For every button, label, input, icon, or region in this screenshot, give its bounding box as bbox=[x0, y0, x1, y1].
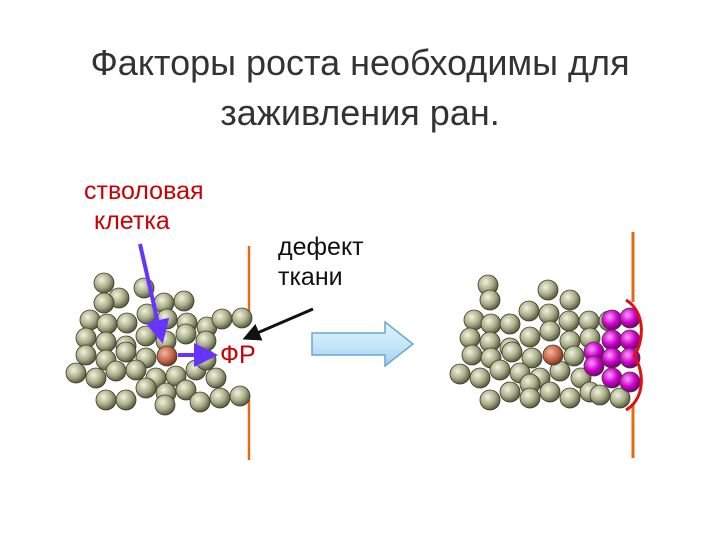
tissue-cell bbox=[94, 293, 114, 313]
new-tissue-cell bbox=[620, 330, 640, 350]
tissue-cell bbox=[76, 345, 96, 365]
process-arrow bbox=[312, 322, 413, 366]
tissue-cell bbox=[500, 314, 520, 334]
new-tissue-cell bbox=[602, 310, 622, 330]
new-tissue-cell bbox=[602, 330, 622, 350]
new-tissue-cell bbox=[620, 372, 640, 392]
tissue-cell bbox=[502, 342, 522, 362]
tissue-cell bbox=[520, 327, 540, 347]
tissue-cell bbox=[190, 392, 210, 412]
tissue-cell bbox=[116, 390, 136, 410]
tissue-cell bbox=[196, 331, 216, 351]
tissue-cell bbox=[155, 395, 175, 415]
tissue-cell bbox=[206, 368, 226, 388]
tissue-cell bbox=[176, 324, 196, 344]
tissue-cell bbox=[462, 345, 482, 365]
tissue-cell bbox=[538, 280, 558, 300]
stem-cell bbox=[157, 346, 177, 366]
tissue-cell bbox=[481, 314, 501, 334]
tissue-cell bbox=[540, 382, 560, 402]
new-tissue-cell bbox=[602, 368, 622, 388]
tissue-cell bbox=[116, 342, 136, 362]
tissue-cell bbox=[136, 378, 156, 398]
tissue-cell bbox=[212, 309, 232, 329]
tissue-cells-after bbox=[450, 275, 640, 410]
tissue-cells-before bbox=[66, 273, 252, 415]
tissue-cell bbox=[464, 310, 484, 330]
tissue-cell bbox=[210, 388, 230, 408]
tissue-cell bbox=[232, 308, 252, 328]
tissue-cell bbox=[106, 361, 126, 381]
tissue-cell bbox=[96, 332, 116, 352]
stem-cell bbox=[543, 345, 563, 365]
tissue-cell bbox=[97, 314, 117, 334]
tissue-cell bbox=[80, 310, 100, 330]
tissue-cell bbox=[520, 388, 540, 408]
tissue-cell bbox=[450, 364, 470, 384]
tissue-cell bbox=[500, 382, 520, 402]
tissue-cell bbox=[94, 273, 114, 293]
new-tissue-cell bbox=[584, 356, 604, 376]
tissue-cell bbox=[86, 368, 106, 388]
tissue-cell bbox=[540, 321, 560, 341]
tissue-cell bbox=[230, 386, 250, 406]
tissue-cell bbox=[560, 290, 580, 310]
new-tissue-cell bbox=[602, 348, 622, 368]
tissue-cell bbox=[480, 290, 500, 310]
tissue-cell bbox=[480, 390, 500, 410]
tissue-cell bbox=[560, 388, 580, 408]
tissue-cell bbox=[470, 368, 490, 388]
tissue-cell bbox=[136, 326, 156, 346]
tissue-cell bbox=[126, 360, 146, 380]
tissue-cell bbox=[590, 385, 610, 405]
tissue-cell bbox=[174, 291, 194, 311]
tissue-cell bbox=[96, 390, 116, 410]
tissue-cell bbox=[117, 313, 137, 333]
tissue-defect-arrow bbox=[248, 309, 313, 337]
tissue-cell bbox=[519, 301, 539, 321]
tissue-cell bbox=[559, 311, 579, 331]
tissue-cell bbox=[564, 346, 584, 366]
tissue-cell bbox=[490, 360, 510, 380]
tissue-cell bbox=[66, 363, 86, 383]
